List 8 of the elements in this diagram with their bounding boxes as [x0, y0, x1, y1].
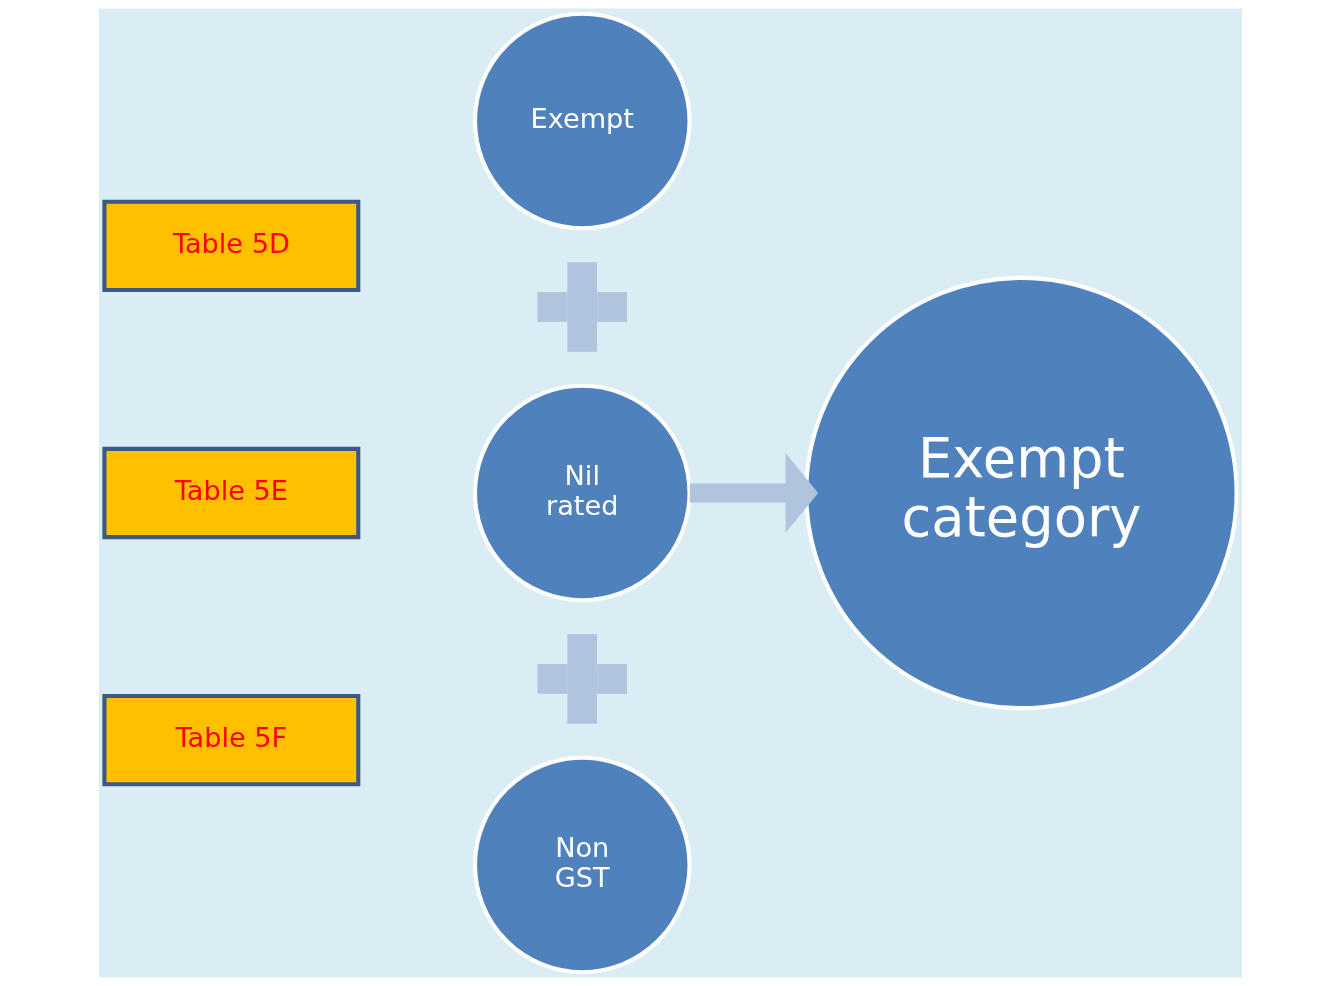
node-circle: Exempt — [472, 11, 692, 231]
node-box: Table 5F — [101, 693, 360, 787]
node-box: Table 5D — [101, 199, 360, 293]
node-circle: Nil rated — [472, 383, 692, 603]
node-circle: Non GST — [472, 755, 692, 975]
node-box: Table 5E — [101, 446, 360, 540]
arrow — [689, 453, 818, 533]
node-circle: Exempt category — [803, 275, 1239, 711]
